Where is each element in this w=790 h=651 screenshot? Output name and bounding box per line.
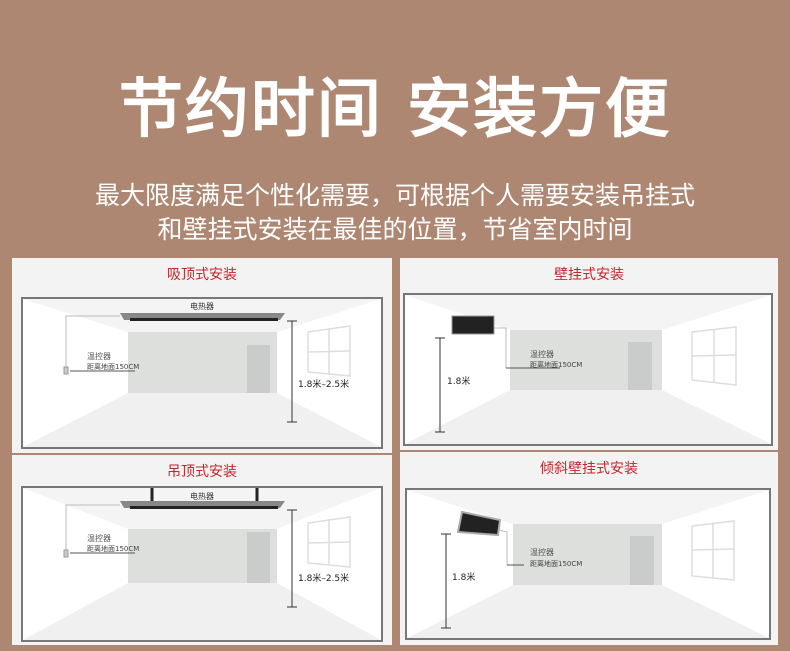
window [691,520,735,581]
panel-title: 吸顶式安装 [167,267,237,283]
room-diagram: 电热器 温控器 距离地面150CM 1.8米–2.5米 [21,486,383,642]
room-diagram: 温控器 距离地面150CM 1.8米 [403,293,773,446]
room-line [691,354,737,357]
room-line [65,315,120,368]
window [691,326,737,386]
heater-label: 电热器 [190,301,214,311]
panel-title: 吊顶式安装 [167,464,237,480]
thermostat-label: 温控器 [87,533,111,543]
room-line [498,529,508,565]
heater [456,510,502,537]
room-line [150,488,259,501]
room-diagram: 电热器 温控器 距离地面150CM 1.8米–2.5米 [21,297,383,449]
room-line [65,504,120,551]
headline: 节约时间 安装方便 [118,73,672,147]
room-line [435,337,445,433]
panel-wall-mount: 壁挂式安装 温控器 距离地面150CM 1.8米 [400,258,778,450]
room-line [494,327,507,368]
door [630,536,654,585]
thermostat-label: 温控器 [530,547,554,557]
thermostat-label: 温控器 [87,351,111,361]
room-line [130,506,278,509]
room-line [287,320,297,423]
room-line [405,295,771,330]
door [247,345,270,393]
room-line [405,390,771,444]
room-line [307,516,351,568]
room-line [407,585,769,638]
panel-title: 倾斜壁挂式安装 [540,461,638,477]
thermostat-height: 距离地面150CM [87,362,139,371]
room-line [691,520,735,581]
room-line [287,509,297,608]
subtitle-line-1: 最大限度满足个性化需要，可根据个人需要安装吊挂式 [94,181,695,210]
thermostat-icon [63,366,69,375]
room-line [307,325,351,377]
room-line [691,326,737,386]
thermostat-height: 距离地面150CM [530,360,582,369]
height-label: 1.8米–2.5米 [298,572,349,584]
subtitle-line-2: 和壁挂式安装在最佳的位置，节省室内时间 [157,215,633,244]
panel-ceiling-mount: 吸顶式安装 电热器 温控器 距离地面150CM 1.8米–2.5米 [12,258,392,453]
room-line [307,541,351,544]
height-label: 1.8米–2.5米 [298,378,349,390]
room-line [407,490,769,524]
room-line [441,533,451,629]
heater [451,315,495,335]
room-line [130,318,278,321]
panel-suspended-mount: 吊顶式安装 电热器 温控器 距离地面150CM 1.8米–2.5米 [12,455,392,645]
window [307,325,351,377]
room-line [691,548,735,551]
thermostat-label: 温控器 [530,349,554,359]
thermostat-icon [63,549,69,558]
room-diagram: 温控器 距离地面150CM 1.8米 [405,488,771,640]
panel-title: 壁挂式安装 [554,267,624,283]
height-label: 1.8米 [452,571,475,583]
panel-tilted-wall-mount: 倾斜壁挂式安装 温控器 距离地面150CM 1.8米 [400,452,778,645]
height-label: 1.8米 [447,375,470,387]
door [628,342,652,390]
room-line [307,350,351,353]
heater-label: 电热器 [190,491,214,501]
thermostat-height: 距离地面150CM [530,559,582,568]
door [247,532,270,583]
thermostat-height: 距离地面150CM [87,544,139,553]
window [307,516,351,568]
